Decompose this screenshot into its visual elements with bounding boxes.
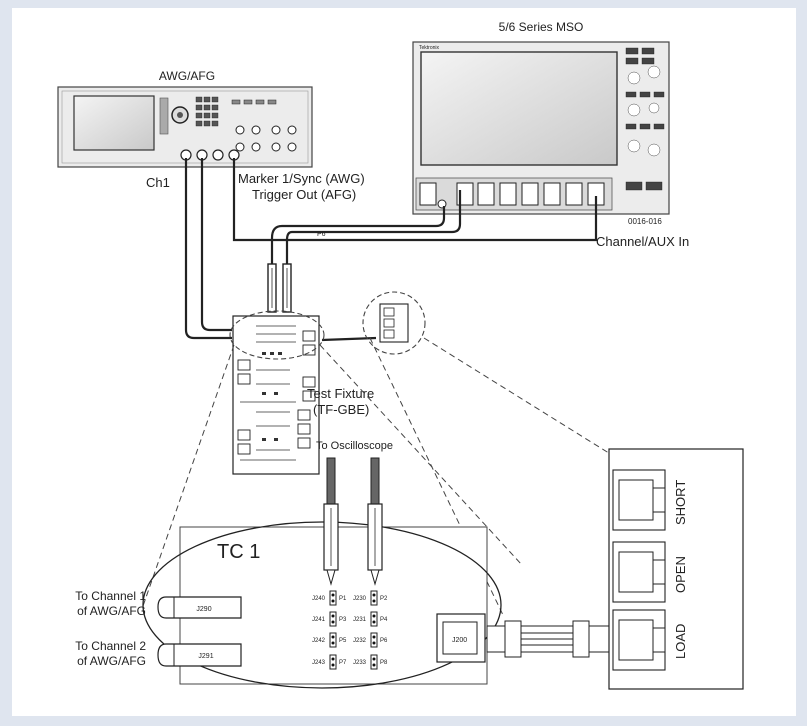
j243-label: J243: [312, 660, 326, 666]
j240-label: J240: [312, 596, 326, 602]
open-label: OPEN: [673, 556, 688, 593]
sma-connector-j290: [157, 596, 242, 619]
awg-screen: [73, 95, 155, 151]
p5-label: P5: [339, 638, 347, 644]
probe-heads-top: [267, 263, 292, 313]
p3-label: P3: [339, 617, 347, 623]
test-fixture-board: [232, 315, 320, 475]
p4-label: P4: [380, 617, 388, 623]
marker-label-2: Trigger Out (AFG): [252, 187, 356, 202]
p1-label: P1: [339, 596, 347, 602]
load-termination: [612, 609, 666, 671]
j200-connector: [436, 613, 486, 663]
awg-side-connectors: [235, 125, 297, 152]
p7-label: P7: [339, 660, 347, 666]
cable-probe-1: [285, 190, 462, 266]
short-termination: [612, 469, 666, 531]
awg-title: AWG/AFG: [159, 69, 215, 83]
j242-label: J242: [312, 638, 326, 644]
ch1-label: Ch1: [146, 175, 170, 190]
tc1-zoom-ellipse: [142, 521, 502, 689]
termination-cable: [486, 620, 614, 658]
mso-title: 5/6 Series MSO: [499, 20, 584, 34]
awg-instrument: [57, 86, 313, 168]
mso-screen: [420, 51, 618, 166]
p8-label: P8: [380, 660, 388, 666]
p2-label: P2: [380, 596, 388, 602]
j290-label: J290: [196, 606, 211, 613]
cable-trigger: [232, 158, 598, 242]
j200-label: J200: [452, 637, 467, 644]
j230-label: J230: [353, 596, 367, 602]
j232-label: J232: [353, 638, 367, 644]
scope-probes: [323, 457, 383, 586]
small-termination-block: [379, 303, 409, 343]
open-termination: [612, 541, 666, 603]
to-channel-2-label-2: of AWG/AFG: [77, 654, 146, 668]
awg-keypad: [195, 96, 219, 127]
j291-label: J291: [198, 653, 213, 660]
fixture-zoom-circle: [229, 310, 325, 360]
mso-control-panel: [625, 47, 665, 191]
probe-tag: P6: [317, 231, 326, 238]
short-label: SHORT: [673, 480, 688, 525]
tc1-title: TC 1: [217, 541, 260, 563]
marker-label-1: Marker 1/Sync (AWG): [238, 171, 365, 186]
termination-box: [608, 448, 744, 690]
mso-instrument: Tektronix: [412, 41, 670, 215]
p6-label: P6: [380, 638, 388, 644]
mso-brand: Tektronix: [419, 45, 440, 51]
to-channel-1-label-2: of AWG/AFG: [77, 604, 146, 618]
to-channel-2-label-1: To Channel 2: [75, 639, 146, 653]
mso-part-number: 0016-016: [628, 217, 662, 226]
jumper-pins: [329, 590, 378, 670]
mso-input-connectors: [419, 182, 605, 209]
sma-connector-j291: [157, 643, 242, 667]
cable-probe-2: [270, 206, 446, 266]
to-oscilloscope-label: To Oscilloscope: [316, 440, 393, 452]
fixture-label-2: (TF-GBE): [313, 402, 369, 417]
zoom-leader-lines: [142, 337, 613, 616]
to-channel-1-label-1: To Channel 1: [75, 589, 146, 603]
j231-label: J231: [353, 617, 367, 623]
load-label: LOAD: [673, 624, 688, 659]
channel-aux-label: Channel/AUX In: [596, 234, 689, 249]
termination-zoom-circle: [362, 291, 426, 355]
j233-label: J233: [353, 660, 367, 666]
cable-ch2: [200, 158, 232, 332]
awg-output-connectors: [180, 149, 240, 161]
fixture-label-1: Test Fixture: [307, 386, 374, 401]
j241-label: J241: [312, 617, 326, 623]
cable-ch1: [184, 158, 232, 340]
